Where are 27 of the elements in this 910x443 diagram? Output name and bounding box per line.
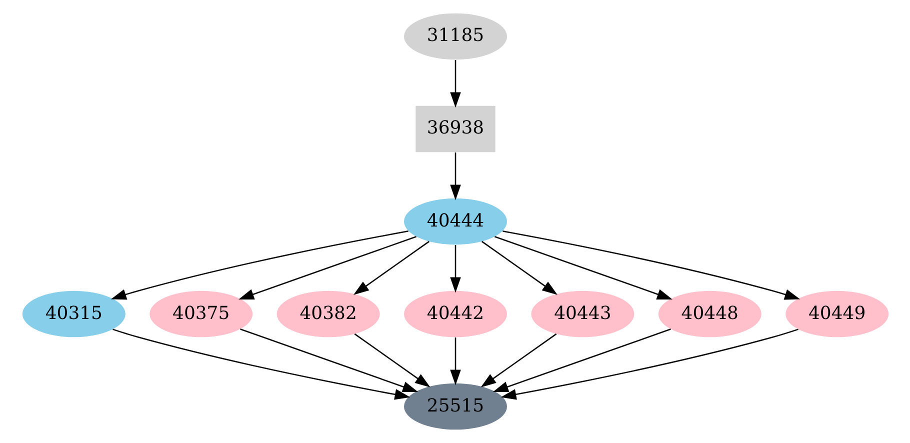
node-box: 36938 [415, 106, 495, 152]
arrow [354, 333, 430, 388]
arrow [240, 328, 418, 392]
arrow [352, 240, 430, 295]
arrow [480, 240, 558, 295]
arrow [450, 152, 460, 200]
arrow [238, 236, 416, 300]
arrow [110, 230, 408, 300]
node-ellipse: 40448 [658, 290, 761, 338]
arrow [494, 236, 672, 300]
node-ellipse: 40382 [276, 290, 380, 338]
arrow [500, 328, 798, 400]
arrow [502, 230, 800, 300]
node-ellipse: 40315 [22, 290, 125, 338]
arrow [450, 60, 460, 108]
node-ellipse: 25515 [404, 383, 507, 430]
node-ellipse: 40442 [404, 290, 507, 338]
node-ellipse: 40449 [785, 290, 888, 338]
node-ellipse: 40443 [530, 290, 634, 338]
arrow [450, 245, 460, 293]
node-ellipse: 40375 [149, 290, 252, 338]
node-ellipse: 40444 [404, 198, 507, 245]
arrow [480, 333, 556, 388]
arrow [492, 328, 670, 392]
node-ellipse: 31185 [404, 13, 507, 60]
arrow [112, 328, 410, 400]
arrow [450, 338, 460, 386]
